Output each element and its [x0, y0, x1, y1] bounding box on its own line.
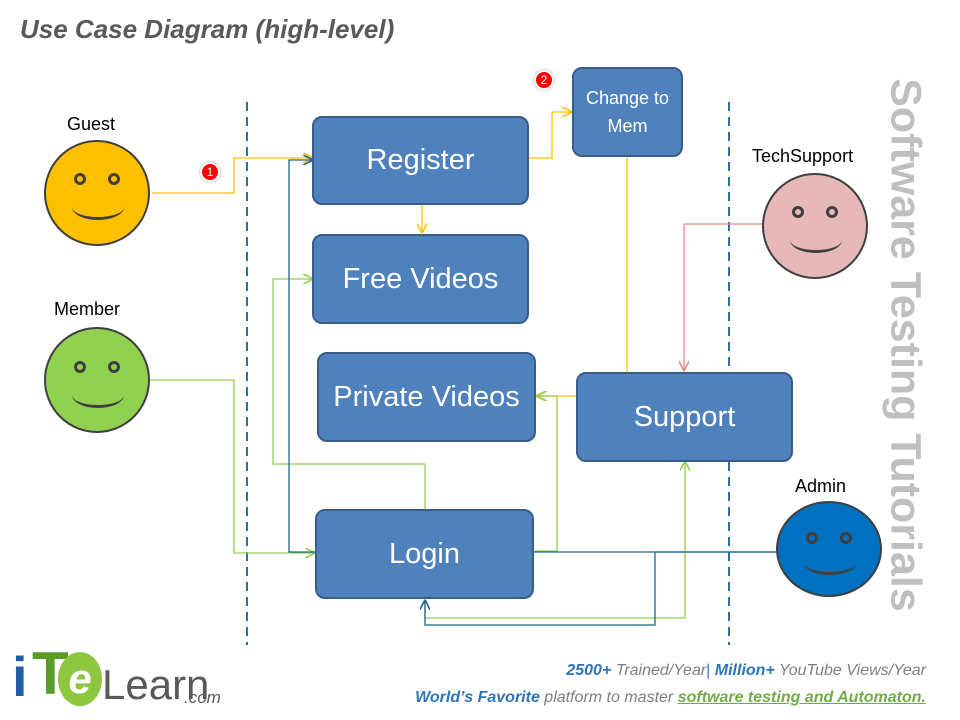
- connector-member-login: [150, 379, 314, 553]
- footer-tagline: World’s Favorite platform to master soft…: [415, 689, 926, 707]
- smile-icon: [72, 194, 124, 220]
- right-eye-icon: [108, 173, 120, 185]
- diagram-title: Use Case Diagram (high-level): [20, 14, 395, 44]
- usecase-login: Login: [315, 509, 534, 599]
- left-eye-icon: [74, 361, 86, 373]
- actor-label-guest: Guest: [67, 114, 116, 134]
- logo-letter-e: e: [58, 652, 102, 706]
- left-eye-icon: [792, 206, 804, 218]
- actor-label-member: Member: [54, 299, 121, 319]
- footer-trained-count: 2500+: [566, 662, 612, 679]
- left-eye-icon: [74, 173, 86, 185]
- step-badge-2: 2: [534, 70, 554, 90]
- actor-label-techsupport: TechSupport: [752, 146, 854, 166]
- usecase-register: Register: [312, 116, 529, 205]
- actor-admin-face: [776, 501, 882, 597]
- connector-login-privatevideos: [535, 396, 558, 552]
- smile-icon: [72, 382, 124, 408]
- footer-views-text: YouTube Views/Year: [774, 662, 926, 679]
- connector-register-changemem: [529, 112, 571, 159]
- logo-learn-text: Learn: [102, 661, 210, 708]
- right-eye-icon: [826, 206, 838, 218]
- right-eye-icon: [840, 532, 852, 544]
- usecase-change-to-mem: Change to Mem: [572, 67, 683, 157]
- actor-label-admin: Admin: [795, 476, 847, 496]
- actor-techsupport-face: [762, 173, 868, 279]
- itelearn-logo: i T e Learn .com: [12, 642, 222, 714]
- logo-com-text: .com: [184, 688, 221, 707]
- logo-letter-t: T: [32, 640, 69, 707]
- usecase-private-videos: Private Videos: [317, 352, 536, 442]
- right-eye-icon: [108, 361, 120, 373]
- footer-separator: |: [706, 662, 711, 679]
- smile-icon: [804, 551, 856, 575]
- footer-stats: 2500+ Trained/Year| Million+ YouTube Vie…: [566, 662, 926, 680]
- footer-favorite: World’s Favorite: [415, 689, 540, 706]
- footer-views-count: Million+: [714, 662, 775, 679]
- usecase-free-videos: Free Videos: [312, 234, 529, 324]
- usecase-support: Support: [576, 372, 793, 462]
- connector-techsupport-support: [684, 223, 762, 370]
- smile-icon: [790, 227, 842, 253]
- footer-trained-text: Trained/Year: [611, 662, 707, 679]
- logo-letter-i: i: [12, 645, 28, 708]
- step-badge-1: 1: [200, 162, 220, 182]
- connector-guest-register: [152, 158, 312, 194]
- footer-platform-text: platform to master: [539, 689, 678, 706]
- actor-guest-face: [44, 140, 150, 246]
- connector-login-freevideos: [272, 279, 426, 509]
- actor-member-face: [44, 327, 150, 433]
- watermark-text: Software Testing Tutorials: [881, 78, 930, 612]
- left-eye-icon: [806, 532, 818, 544]
- footer-link[interactable]: software testing and Automaton.: [677, 689, 926, 706]
